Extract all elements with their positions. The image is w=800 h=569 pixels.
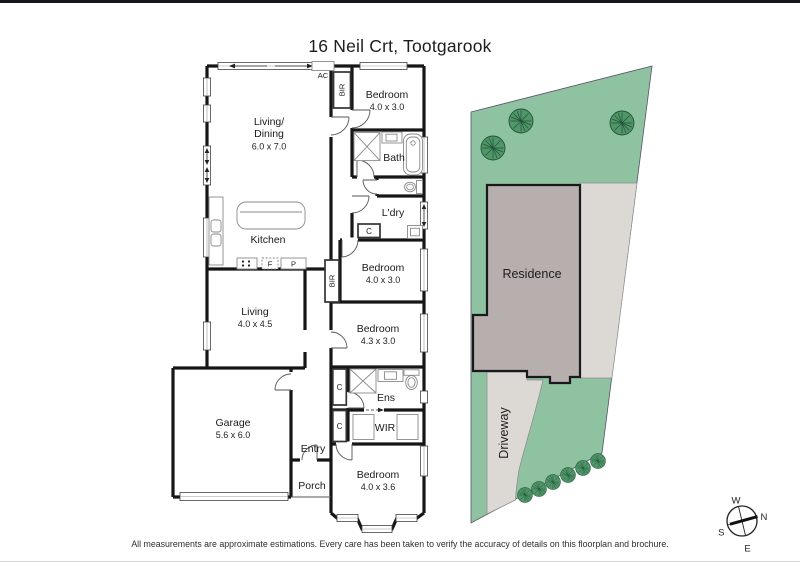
cooktop-icon: [236, 257, 258, 270]
room-label-entry: Entry: [301, 443, 326, 455]
room-dims-bedroom4: 4.0 x 3.6: [361, 482, 396, 492]
driveway-area: [486, 371, 544, 515]
compass-east: E: [744, 544, 750, 555]
room-dims-bedroom3: 4.3 x 3.0: [361, 336, 396, 346]
cupboard-label: C: [337, 422, 343, 431]
robe-icon: [396, 414, 419, 440]
doors: [274, 109, 378, 498]
room-label-living-dining: Living/: [254, 116, 284, 128]
pantry-box: [280, 257, 307, 270]
top-border: [0, 0, 800, 3]
residence-label: Residence: [502, 267, 561, 281]
room-dims-living: 4.0 x 4.5: [238, 319, 273, 329]
bottom-border: [0, 561, 800, 562]
ac-unit: [311, 61, 335, 71]
fixture-labels: AC BIR BIR C C C F P: [268, 71, 372, 431]
laundry-cupboard: [357, 223, 381, 239]
room-labels: Living/ Dining 6.0 x 7.0 Kitchen Bedroom…: [215, 89, 408, 492]
residence-footprint: [471, 183, 582, 385]
room-label-bedroom3: Bedroom: [357, 323, 400, 335]
bir-label: BIR: [328, 274, 337, 287]
room-label-living-dining: Dining: [254, 128, 284, 140]
compass-south: S: [718, 528, 724, 539]
tree-icon: [480, 135, 506, 161]
disclaimer-text: All measurements are approximate estimat…: [131, 539, 669, 549]
windows: [179, 62, 428, 534]
room-dims-living-dining: 6.0 x 7.0: [252, 142, 287, 152]
room-label-bath: Bath: [383, 152, 405, 164]
compass-rose: W N S E: [718, 496, 767, 555]
bir-closet: [332, 71, 352, 109]
cupboard-label: C: [337, 383, 343, 392]
fridge-label: F: [268, 260, 273, 269]
bush-icon: [517, 487, 533, 503]
bush-icon: [531, 481, 547, 497]
room-label-bedroom4: Bedroom: [357, 469, 400, 481]
toilet-icon: [416, 180, 423, 194]
room-label-living: Living: [241, 306, 269, 318]
room-dims-bedroom2: 4.0 x 3.0: [366, 275, 401, 285]
page-title: 16 Neil Crt, Tootgarook: [308, 36, 492, 56]
bir-label: BIR: [338, 83, 347, 96]
ac-label: AC: [318, 71, 329, 80]
cupboard-closet: [331, 368, 348, 406]
fridge-box: [261, 257, 279, 270]
compass-west: W: [732, 496, 741, 507]
cupboard-label: C: [366, 227, 372, 236]
sink-icon: [210, 219, 222, 233]
cupboard-closet: [331, 409, 348, 443]
bush-icon: [590, 453, 606, 469]
bush-icon: [545, 474, 561, 490]
room-label-kitchen: Kitchen: [250, 234, 285, 246]
room-label-wir: WIR: [375, 422, 396, 434]
room-label-garage: Garage: [215, 417, 250, 429]
sink-icon: [210, 233, 222, 247]
room-dims-bedroom1: 4.0 x 3.0: [370, 102, 405, 112]
tree-icon: [508, 108, 534, 134]
floorplan: Living/ Dining 6.0 x 7.0 Kitchen Bedroom…: [171, 61, 428, 534]
driveway-label: Driveway: [497, 407, 511, 459]
compass-north: N: [761, 512, 768, 523]
bush-icon: [575, 460, 591, 476]
siteplan: Residence Driveway: [470, 65, 653, 524]
tree-icon: [609, 110, 635, 136]
robe-icon: [352, 414, 375, 440]
room-label-bedroom1: Bedroom: [366, 89, 409, 101]
room-dims-garage: 5.6 x 6.0: [216, 430, 251, 440]
toilet-icon: [403, 369, 420, 376]
room-label-porch: Porch: [298, 480, 326, 492]
side-path: [579, 182, 638, 379]
room-label-ensuite: Ens: [377, 392, 395, 404]
pantry-label: P: [291, 260, 296, 269]
slider-arrows: [204, 63, 427, 413]
fixtures: [208, 61, 423, 443]
room-label-laundry: L'dry: [382, 207, 405, 219]
island-bench: [236, 201, 306, 230]
bush-icon: [560, 467, 576, 483]
room-label-bedroom2: Bedroom: [362, 262, 405, 274]
bir-closet: [324, 259, 340, 303]
